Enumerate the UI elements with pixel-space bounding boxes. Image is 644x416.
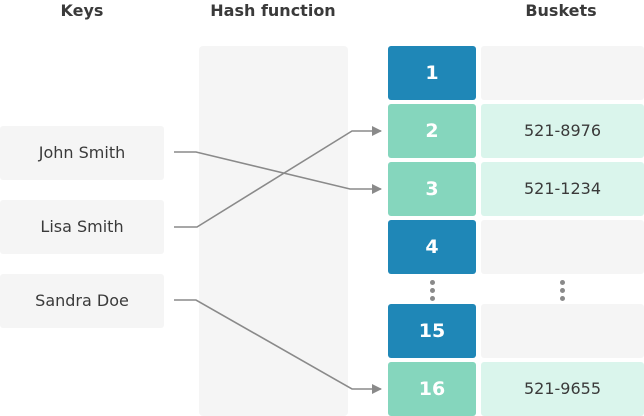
keys-column-title: Keys — [60, 1, 104, 20]
key-sandra-doe: Sandra Doe — [0, 274, 164, 328]
arrow-sandra-to-16 — [174, 299, 382, 394]
hash-function-panel — [199, 46, 348, 416]
bucket-3: 521-1234 — [481, 162, 644, 216]
bucket-16: 521-9655 — [481, 362, 644, 416]
buckets-column-title: Buskets — [525, 1, 597, 20]
index-4: 4 — [388, 220, 476, 274]
index-3: 3 — [388, 162, 476, 216]
index-16: 16 — [388, 362, 476, 416]
index-ellipsis — [430, 280, 436, 302]
index-1: 1 — [388, 46, 476, 100]
bucket-ellipsis — [560, 280, 566, 302]
bucket-1 — [481, 46, 644, 100]
key-lisa-smith: Lisa Smith — [0, 200, 164, 254]
hash-function-column-title: Hash function — [210, 1, 336, 20]
bucket-4 — [481, 220, 644, 274]
index-15: 15 — [388, 304, 476, 358]
index-2: 2 — [388, 104, 476, 158]
bucket-15 — [481, 304, 644, 358]
key-john-smith: John Smith — [0, 126, 164, 180]
bucket-2: 521-8976 — [481, 104, 644, 158]
arrow-lisa-to-2 — [174, 126, 382, 228]
arrow-john-to-3 — [174, 151, 382, 194]
